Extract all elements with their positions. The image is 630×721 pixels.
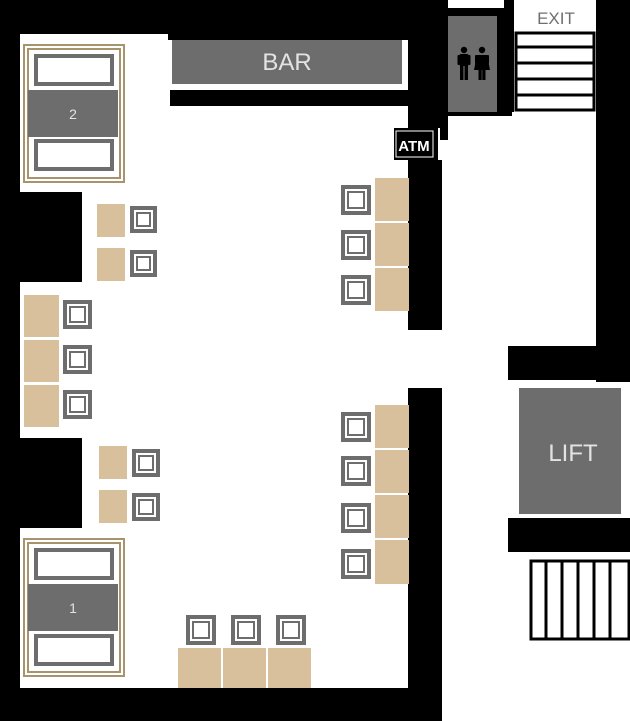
wall-left-notch-upper [0, 192, 82, 282]
table[interactable] [375, 223, 409, 266]
chair-cushion-inner [349, 511, 363, 525]
atm-label: ATM [398, 138, 429, 155]
table[interactable] [375, 540, 409, 584]
restroom-wall-left [440, 0, 448, 140]
booth-1[interactable]: 1 [23, 538, 125, 677]
chair-cushion-inner [140, 501, 152, 513]
chair-cushion-inner [349, 557, 363, 571]
chair-cushion-inner [284, 623, 298, 637]
bar-counter [172, 40, 402, 84]
chair-cushion-inner [349, 420, 363, 434]
wall-right-upper [408, 0, 442, 128]
wall-left-notch-lower [0, 438, 82, 528]
chair-cushion-inner [349, 464, 363, 478]
table[interactable] [268, 648, 311, 688]
wall-right-lower [408, 388, 442, 721]
chair-cushion-inner [71, 308, 84, 321]
table[interactable] [178, 648, 221, 688]
exit-label: EXIT [537, 9, 575, 28]
restroom-room[interactable] [448, 16, 497, 112]
wall-top [0, 0, 442, 34]
table[interactable] [375, 450, 409, 493]
booth-seat-bottom[interactable] [34, 139, 114, 171]
chair-cushion-inner [194, 623, 208, 637]
chair-cushion-inner [349, 283, 363, 297]
restroom-icon [457, 46, 490, 80]
wall-right-mid [408, 160, 442, 330]
booth-2-label: 2 [69, 106, 77, 122]
chair-cushion-inner [349, 193, 363, 207]
table[interactable] [375, 178, 409, 221]
exit-stair-step [514, 77, 596, 97]
table[interactable] [223, 648, 266, 688]
seating [24, 178, 409, 688]
table[interactable] [97, 248, 125, 281]
table[interactable] [99, 490, 127, 523]
chair-cushion-inner [138, 258, 149, 269]
booth-table[interactable] [28, 584, 118, 631]
bar: BAR [168, 34, 408, 106]
restroom[interactable] [448, 16, 497, 112]
chair-cushion-inner [71, 398, 84, 411]
corridor-wall-right [596, 0, 630, 382]
bar-bottom-rail [170, 90, 408, 106]
exit-wall-left [504, 0, 514, 112]
chair-cushion-inner [349, 238, 363, 252]
lift[interactable]: LIFT [519, 388, 621, 514]
exit-stair-step [514, 31, 596, 49]
table[interactable] [97, 204, 125, 237]
booth-2[interactable]: 2 [23, 44, 125, 183]
booth-seat-top[interactable] [34, 54, 114, 86]
chair-cushion-inner [239, 623, 253, 637]
exit-stair-step [514, 45, 596, 65]
wall-bottom [0, 688, 442, 721]
table[interactable] [24, 340, 59, 382]
table[interactable] [375, 495, 409, 538]
chair-cushion-inner [138, 214, 149, 225]
bar-label: BAR [262, 49, 311, 76]
lift-box[interactable] [519, 388, 621, 514]
table[interactable] [99, 446, 127, 479]
booth-1-label: 1 [69, 600, 77, 616]
exit-stair-step [514, 61, 596, 81]
corridor-wall-middle [508, 346, 630, 380]
stairs-lower[interactable] [529, 559, 630, 641]
table[interactable] [24, 295, 59, 337]
exit-stairs[interactable] [514, 31, 596, 112]
lift-label: LIFT [548, 440, 598, 467]
atm[interactable]: ATM [394, 128, 438, 160]
table[interactable] [375, 405, 409, 448]
bar-top-rail [168, 34, 408, 40]
wall-left [0, 0, 20, 721]
table[interactable] [24, 385, 59, 427]
chair-cushion-inner [71, 353, 84, 366]
booth-table[interactable] [28, 90, 118, 137]
exit-stair-step [514, 93, 596, 112]
chair-cushion-inner [140, 457, 152, 469]
table[interactable] [375, 268, 409, 311]
atm-screen [395, 130, 434, 158]
exit[interactable]: EXIT [514, 9, 596, 112]
booth-seat-bottom[interactable] [34, 634, 114, 666]
corridor-wall-lower [508, 518, 630, 552]
booth-seat-top[interactable] [34, 548, 114, 580]
